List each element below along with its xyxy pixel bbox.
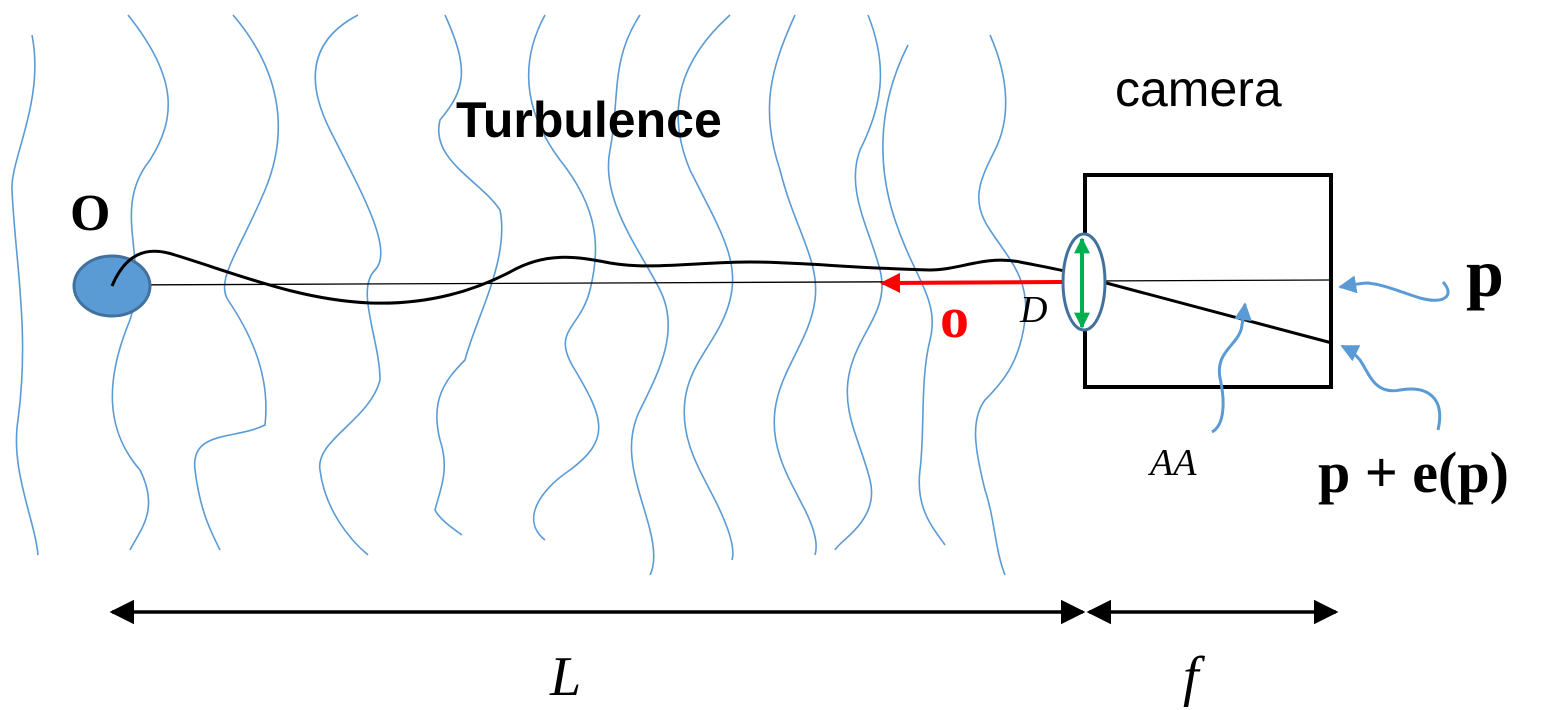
turbulence-line — [677, 14, 734, 561]
turbulence-line — [768, 14, 817, 556]
turbulence-line — [527, 14, 600, 541]
turbulence-line — [974, 34, 1027, 576]
angle-of-arrival-label: AA — [1147, 442, 1197, 484]
turbulence-line — [314, 14, 382, 556]
turbulence-line — [834, 14, 883, 551]
refracted-ray — [1094, 278, 1333, 345]
turbulence-line — [882, 44, 946, 546]
optical-axis — [111, 279, 1331, 286]
light-ray — [110, 249, 1096, 305]
turbulence-lines — [11, 14, 1027, 576]
object-point-label: O — [70, 185, 110, 242]
displaced-pixel-annotation-arrow — [1340, 344, 1442, 431]
turbulence-line — [434, 14, 503, 536]
optical-vector-label: o — [940, 285, 969, 350]
optical-vector-arrow — [880, 272, 1063, 293]
turbulence-label: Turbulence — [456, 92, 722, 148]
angle-of-arrival-annotation-arrow — [1211, 302, 1252, 434]
aperture-label: D — [1019, 289, 1047, 331]
turbulence-line — [607, 14, 669, 576]
focal-length-label: f — [1183, 646, 1206, 708]
turbulence-line — [11, 34, 39, 556]
turbulence-line — [194, 14, 280, 551]
pixel-annotation-arrow — [1338, 275, 1450, 302]
displaced-pixel-label: p + e(p) — [1318, 440, 1509, 505]
distance-label: L — [549, 646, 581, 708]
pixel-label: p — [1466, 235, 1504, 311]
camera-label: camera — [1115, 61, 1282, 117]
